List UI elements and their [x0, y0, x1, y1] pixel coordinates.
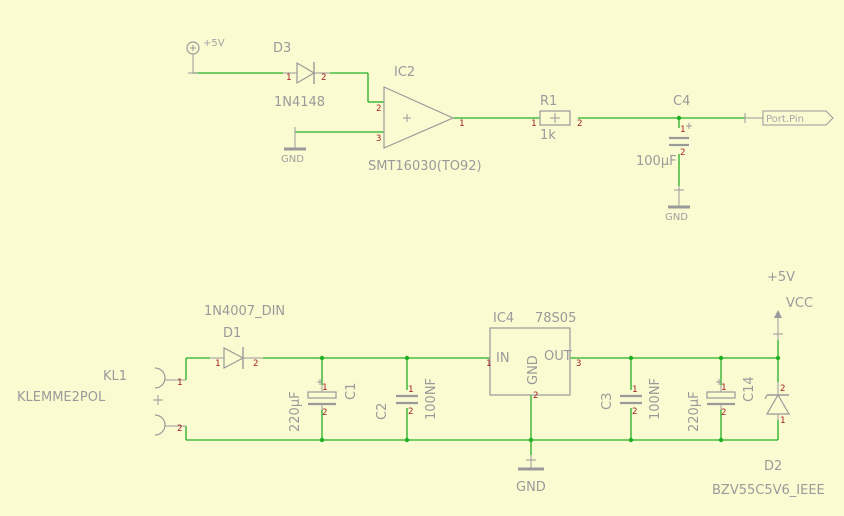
c2-pin2: 2 [408, 407, 413, 417]
ic4-pin2: 2 [533, 391, 538, 401]
top-wires [193, 72, 745, 186]
kl1-name: KL1 [103, 369, 127, 384]
plus5v-label-bottom: +5V [767, 270, 795, 285]
port-pin[interactable]: Port.Pin [744, 110, 834, 126]
capacitor-c14[interactable]: C14 220µF 1 2 [687, 376, 757, 432]
c2-name: C2 [375, 403, 390, 420]
capacitor-c4[interactable]: C4 100µF 1 2 [636, 94, 692, 169]
gnd-symbol-bottom: GND [516, 455, 546, 495]
d1-name: D1 [223, 326, 241, 341]
capacitor-c1[interactable]: C1 220µF 1 2 [288, 379, 359, 432]
junction-c4 [676, 115, 682, 121]
d2-pin1: 1 [780, 416, 785, 426]
c1-pin2: 2 [322, 408, 327, 418]
r1-pin2: 2 [577, 119, 582, 129]
d1-value: 1N4007_DIN [204, 304, 285, 319]
kl1-pin1: 1 [177, 378, 182, 388]
regulator-ic4[interactable]: IC4 78S05 IN OUT GND 1 2 3 [486, 311, 581, 401]
d3-name: D3 [273, 41, 291, 56]
d1-pin1: 1 [215, 359, 220, 369]
c1-pin1: 1 [322, 383, 327, 393]
c4-pin1: 1 [680, 125, 685, 135]
c4-pin2: 2 [680, 148, 685, 158]
ic4-out-label: OUT [544, 349, 572, 364]
vcc-supply: +5V VCC [767, 270, 813, 340]
ic2-value: SMT16030(TO92) [368, 159, 482, 174]
d2-pin2: 2 [780, 384, 785, 394]
d2-name: D2 [764, 459, 782, 474]
ic4-in-label: IN [496, 351, 510, 366]
ic4-value: 78S05 [535, 311, 576, 326]
ic4-gnd-label: GND [526, 355, 541, 385]
ic2-pin1: 1 [459, 119, 464, 129]
gnd-label-bottom: GND [516, 480, 546, 495]
vcc-label: VCC [786, 296, 813, 311]
diode-d1[interactable]: 1N4007_DIN D1 1 2 [204, 304, 285, 369]
c4-name: C4 [673, 94, 690, 109]
junctions-bottom [319, 355, 781, 443]
ic2-pin2: 2 [376, 104, 381, 114]
bottom-wires [185, 340, 779, 455]
ic4-name: IC4 [493, 311, 514, 326]
d3-pin2: 2 [321, 73, 326, 83]
capacitor-c2[interactable]: C2 100NF 1 2 [375, 378, 439, 420]
gnd-label-c4: GND [665, 212, 688, 223]
capacitor-c3[interactable]: C3 100NF 1 2 [600, 378, 663, 420]
d2-value: BZV55C5V6_IEEE [712, 483, 825, 498]
port-pin-label: Port.Pin [766, 114, 804, 125]
kl1-value: KLEMME2POL [17, 390, 106, 405]
c3-pin1: 1 [632, 385, 637, 395]
ic4-pin3: 3 [576, 359, 581, 369]
ic2-name: IC2 [394, 65, 415, 80]
c3-pin2: 2 [632, 407, 637, 417]
c14-pin2: 2 [721, 408, 726, 418]
diode-d3[interactable]: D3 1N4148 1 2 [273, 41, 330, 110]
c3-value: 100NF [648, 378, 663, 420]
r1-name: R1 [540, 94, 557, 109]
gnd-symbol-c4: GND [665, 186, 690, 223]
ic4-pin1: 1 [486, 359, 491, 369]
kl1-pin2: 2 [177, 424, 182, 434]
zener-diode-d2[interactable]: D2 BZV55C5V6_IEEE 2 1 [712, 382, 825, 498]
c14-name: C14 [742, 376, 757, 402]
resistor-r1[interactable]: R1 1k 1 2 [531, 94, 582, 143]
terminal-kl1[interactable]: KL1 KLEMME2POL 1 2 [17, 367, 186, 436]
c2-value: 100NF [424, 378, 439, 420]
r1-value: 1k [540, 128, 556, 143]
c1-value: 220µF [288, 391, 303, 432]
d1-pin2: 2 [253, 359, 258, 369]
plus5v-label-top: +5V [203, 38, 225, 49]
c2-pin1: 1 [408, 385, 413, 395]
gnd-symbol-top-left: GND [281, 127, 306, 165]
c4-value: 100µF [636, 154, 677, 169]
c1-name: C1 [344, 383, 359, 400]
c14-value: 220µF [687, 391, 702, 432]
d3-pin1: 1 [286, 73, 291, 83]
plus5v-supply-top: +5V [186, 38, 225, 74]
d3-value: 1N4148 [274, 95, 325, 110]
c14-pin1: 1 [721, 383, 726, 393]
r1-pin1: 1 [531, 119, 536, 129]
ic2-pin3: 3 [376, 134, 381, 144]
gnd-label-top-left: GND [281, 154, 304, 165]
opamp-ic2[interactable]: IC2 SMT16030(TO92) 2 3 1 [368, 65, 482, 174]
c3-name: C3 [600, 393, 615, 410]
